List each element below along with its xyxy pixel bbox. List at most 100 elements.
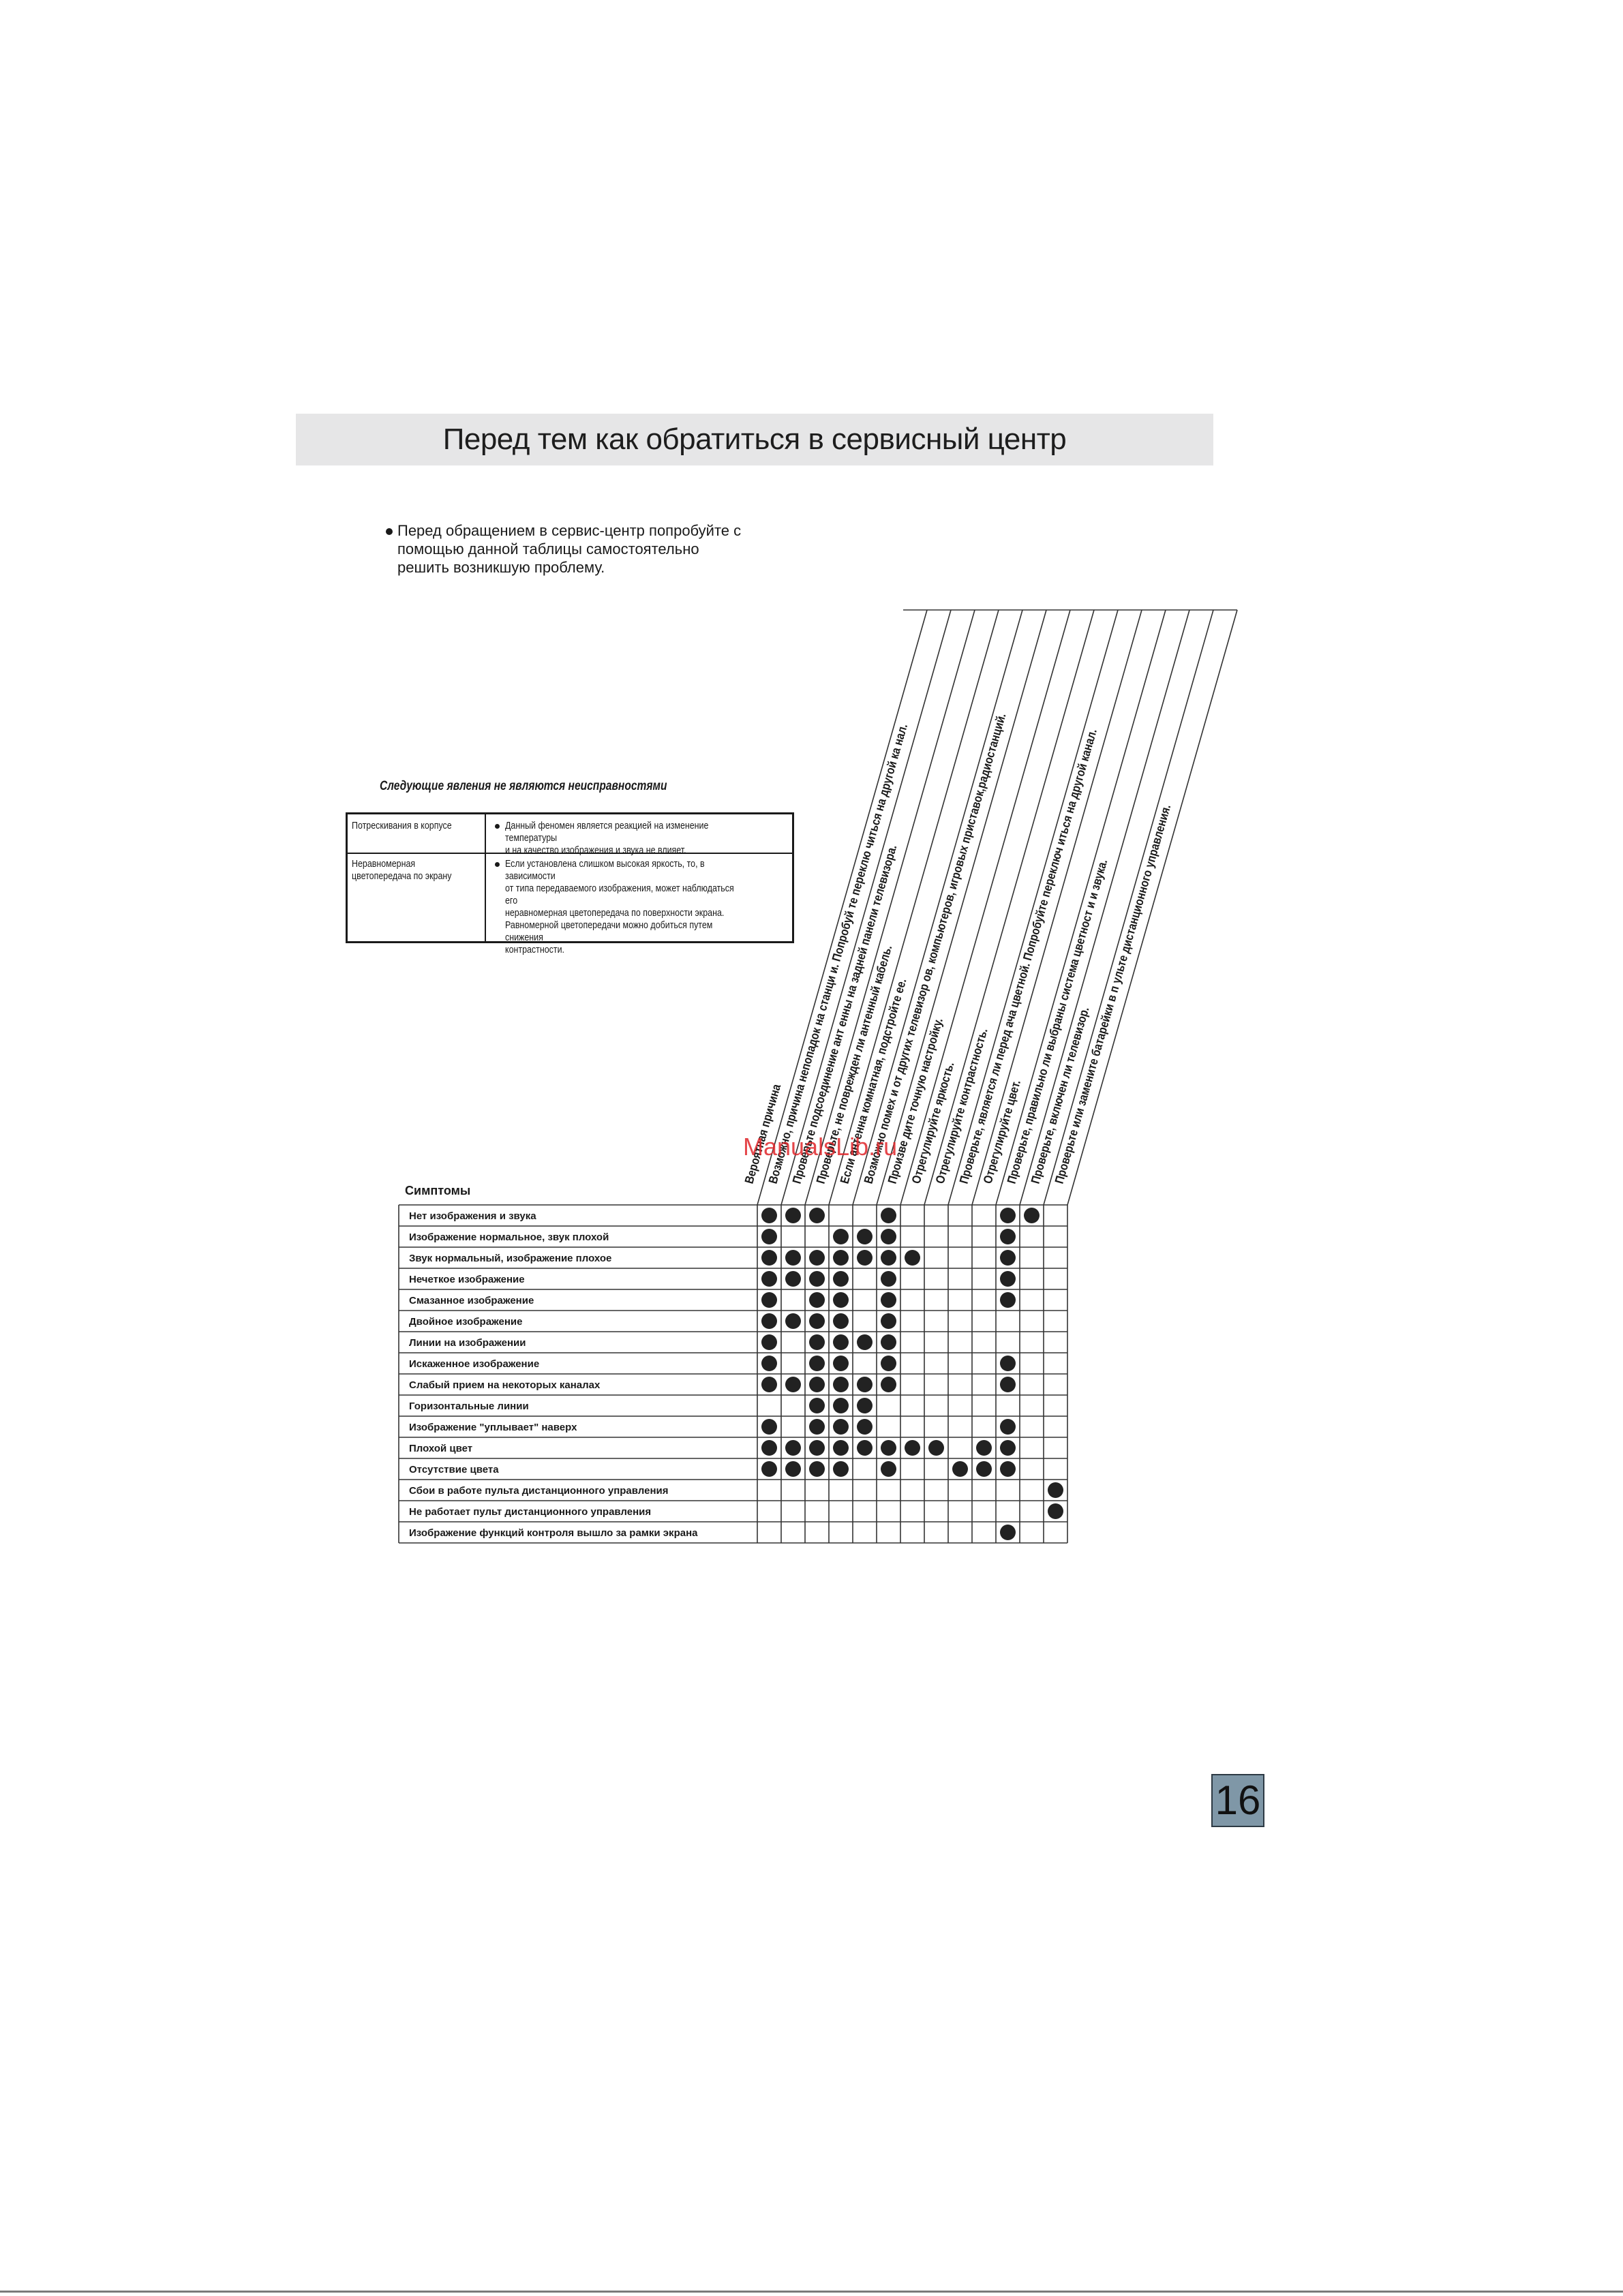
matrix-dot [905, 1250, 920, 1266]
matrix-dot [833, 1440, 849, 1456]
header-slant-line [804, 609, 975, 1206]
symptom-label: Изображение "уплывает" наверх [409, 1422, 577, 1433]
matrix-dot [809, 1356, 825, 1371]
matrix-dot [833, 1313, 849, 1329]
matrix-dot [857, 1440, 873, 1456]
symptom-label: Изображение функций контроля вышло за ра… [409, 1527, 698, 1539]
intro-note: Перед обращением в сервис-центр попробуй… [386, 521, 808, 577]
header-slant-line [876, 609, 1047, 1206]
bullet-icon [495, 862, 500, 867]
matrix-dot [761, 1250, 777, 1266]
page-title: Перед тем как обратиться в сервисный цен… [442, 423, 1067, 456]
header-slant-line [1019, 609, 1190, 1206]
matrix-dot [761, 1313, 777, 1329]
matrix-dot [881, 1229, 896, 1244]
bottom-rule [0, 2291, 1623, 2293]
matrix-dot [857, 1377, 873, 1392]
header-slant-line [1067, 609, 1238, 1206]
matrix-dot [1000, 1461, 1016, 1477]
header-slant-line [947, 609, 1119, 1206]
matrix-dot [881, 1356, 896, 1371]
header-slant-line [971, 609, 1142, 1206]
matrix-dot [809, 1250, 825, 1266]
notes-table: Потрескивания в корпусе Данный феномен я… [346, 812, 794, 955]
symptom-label: Линии на изображении [409, 1337, 526, 1349]
symptom-label: Смазанное изображение [409, 1295, 534, 1306]
matrix-dot [1000, 1250, 1016, 1266]
matrix-dot [833, 1377, 849, 1392]
matrix-dot [857, 1398, 873, 1413]
matrix-dot [809, 1313, 825, 1329]
matrix-dot [833, 1229, 849, 1244]
header-slant-line [780, 609, 952, 1206]
matrix-dot [833, 1461, 849, 1477]
matrix-dot [809, 1398, 825, 1413]
symptom-label: Горизонтальные линии [409, 1400, 529, 1412]
matrix-dot [1048, 1482, 1063, 1498]
matrix-dot [881, 1334, 896, 1350]
matrix-dot [761, 1229, 777, 1244]
matrix-dot [1000, 1208, 1016, 1223]
matrix-dot [809, 1292, 825, 1308]
symptom-label: Нечеткое изображение [409, 1274, 525, 1285]
matrix-dot [1000, 1419, 1016, 1435]
matrix-dot [881, 1292, 896, 1308]
header-slant-line [900, 609, 1071, 1206]
header-slant-line [924, 609, 1095, 1206]
matrix-dot [1048, 1503, 1063, 1519]
matrix-dot [833, 1356, 849, 1371]
matrix-dot [785, 1271, 801, 1287]
matrix-dot [809, 1377, 825, 1392]
intro-text: Перед обращением в сервис-центр попробуй… [397, 522, 742, 576]
symptom-label: Сбои в работе пульта дистанционного упра… [409, 1485, 669, 1497]
matrix-dot [785, 1377, 801, 1392]
matrix-dot [881, 1313, 896, 1329]
symptom-label: Искаженное изображение [409, 1358, 539, 1370]
notes-symptom: Неравномерная цветопередача по экрану [352, 858, 452, 882]
header-slant-line [828, 609, 999, 1206]
bullet-icon [386, 528, 393, 535]
matrix-dot [881, 1250, 896, 1266]
matrix-dot [1024, 1208, 1040, 1223]
notes-symptom-cell: Потрескивания в корпусе [348, 814, 486, 853]
matrix-dot [881, 1271, 896, 1287]
matrix-dot [881, 1461, 896, 1477]
matrix-dot [1000, 1525, 1016, 1540]
matrix-dot [809, 1419, 825, 1435]
symptom-label: Плохой цвет [409, 1443, 472, 1454]
matrix-dot [1000, 1271, 1016, 1287]
matrix-dot [833, 1398, 849, 1413]
notes-symptom-cell: Неравномерная цветопередача по экрану [348, 853, 486, 941]
notes-row: Неравномерная цветопередача по экрану Ес… [348, 853, 792, 955]
matrix-dot [1000, 1356, 1016, 1371]
symptom-label: Нет изображения и звука [409, 1210, 536, 1222]
header-slant-line [852, 609, 1023, 1206]
matrix-dot [905, 1440, 920, 1456]
matrix-dot [761, 1356, 777, 1371]
matrix-dot [785, 1208, 801, 1223]
matrix-dot [761, 1440, 777, 1456]
matrix-dot [857, 1334, 873, 1350]
matrix-dot [1000, 1292, 1016, 1308]
matrix-dot [1000, 1229, 1016, 1244]
matrix-dot [1000, 1440, 1016, 1456]
matrix-dot [761, 1377, 777, 1392]
matrix-dot [833, 1271, 849, 1287]
matrix-dot [809, 1271, 825, 1287]
page-number: 16 [1211, 1774, 1264, 1827]
symptoms-header: Симптомы [405, 1184, 470, 1197]
matrix-dot [785, 1313, 801, 1329]
notes-explanation-cell: Данный феномен является реакцией на изме… [486, 814, 792, 856]
matrix-dot [976, 1440, 992, 1456]
matrix-dot [833, 1292, 849, 1308]
symptom-label: Не работает пульт дистанционного управле… [409, 1506, 651, 1518]
symptom-label: Слабый прием на некоторых каналах [409, 1379, 601, 1391]
matrix-dot [833, 1250, 849, 1266]
matrix-dot [809, 1461, 825, 1477]
matrix-dot [761, 1334, 777, 1350]
symptom-label: Изображение нормальное, звук плохой [409, 1231, 609, 1243]
matrix-dot [761, 1461, 777, 1477]
matrix-dot [809, 1208, 825, 1223]
matrix-dot [833, 1419, 849, 1435]
matrix-dot [809, 1440, 825, 1456]
